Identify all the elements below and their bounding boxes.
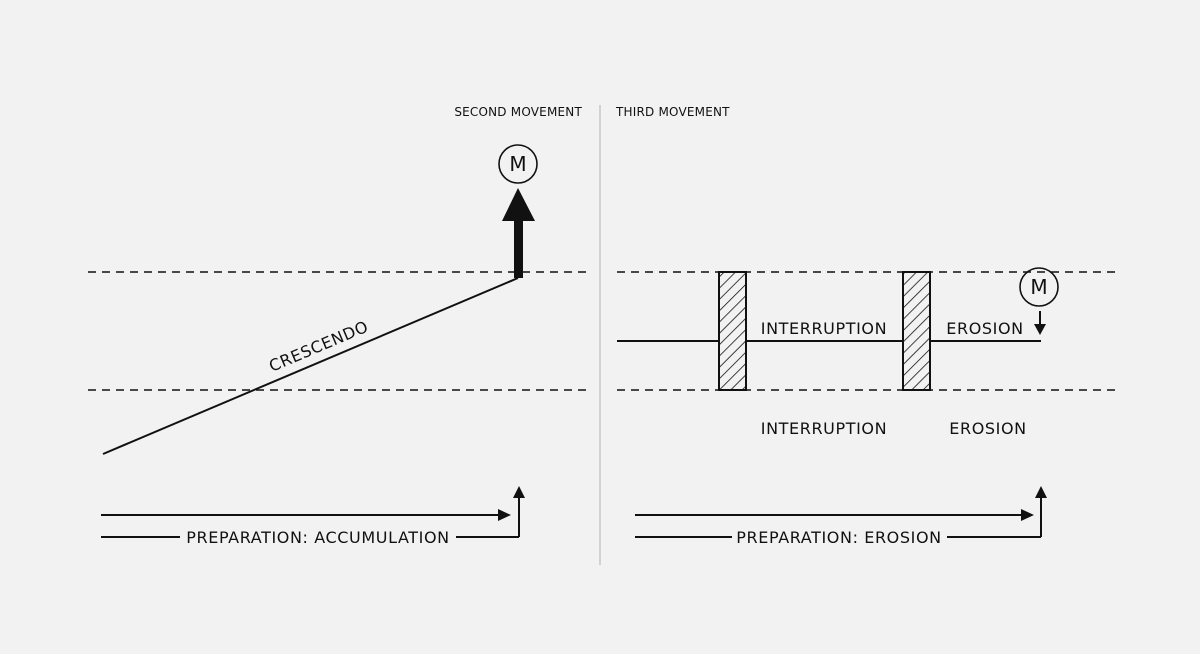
preparation-erosion-label: PREPARATION: EROSION [736, 528, 941, 547]
second-interruption-block [902, 271, 931, 391]
first-interruption-block [718, 271, 747, 391]
erosion-outer-label: EROSION [949, 419, 1026, 438]
interruption-outer-label: INTERRUPTION [761, 419, 887, 438]
right-timeline-lower-line [635, 486, 1047, 538]
right-timeline-upper-arrow [635, 509, 1034, 521]
right-m-marker-letter: M [1030, 275, 1047, 299]
third-movement-header: THIRD MOVEMENT [615, 105, 730, 119]
interruption-inner-label: INTERRUPTION [761, 319, 887, 338]
left-m-marker: M [498, 144, 538, 184]
erosion-arrow-down [1034, 311, 1046, 335]
left-m-marker-letter: M [509, 152, 526, 176]
climax-arrow-up [502, 188, 535, 278]
crescendo-line [102, 277, 519, 455]
preparation-accumulation-label: PREPARATION: ACCUMULATION [186, 528, 449, 547]
second-movement-header: SECOND MOVEMENT [454, 105, 582, 119]
left-timeline-lower-line [101, 486, 525, 538]
right-m-marker: M [1019, 267, 1059, 307]
left-timeline-upper-arrow [101, 509, 511, 521]
erosion-inner-label: EROSION [946, 319, 1023, 338]
